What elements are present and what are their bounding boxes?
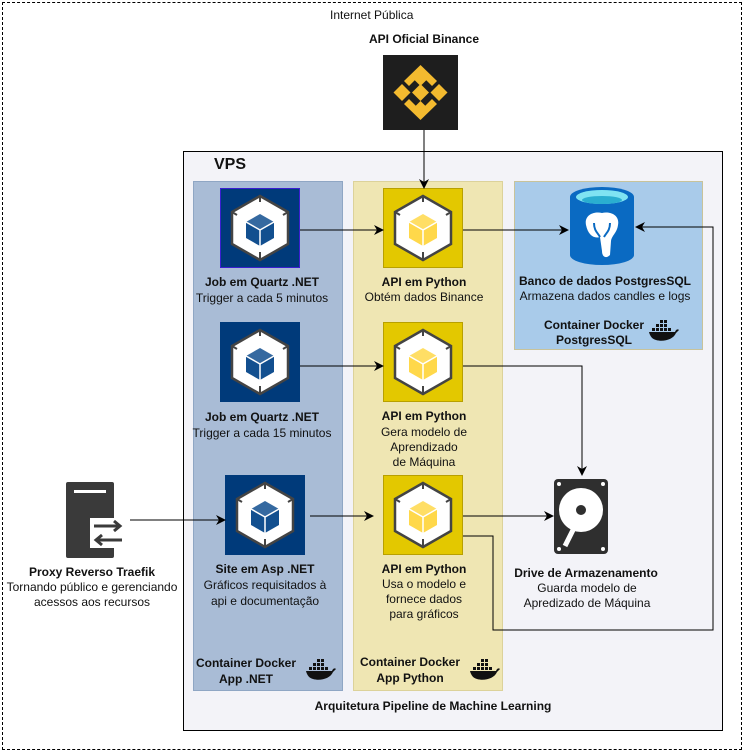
container-label: App Python [376,671,444,685]
proxy-title: Proxy Reverso Traefik [28,565,156,579]
dotnet-job-icon [220,188,300,271]
node-title: Site em Asp .NET [215,562,315,576]
node-title: Job em Quartz .NET [204,275,320,289]
dotnet-site-icon [225,475,305,558]
container-label: App .NET [219,672,273,686]
postgres-database-icon [566,185,638,267]
proxy-server-icon [64,482,128,558]
container-label: PostgresSQL [555,333,633,347]
postgres-title: Banco de dados PostgresSQL [518,274,692,288]
python-api-icon [383,475,463,558]
node-desc: Trigger a cada 5 minutos [195,291,329,305]
node-title: API em Python [381,275,467,289]
proxy-desc: Tornando público e gerenciando [6,580,178,594]
container-label: Container Docker [195,656,297,670]
node-desc: de Máquina [392,455,456,469]
postgres-desc: Armazena dados candles e logs [519,289,691,303]
docker-whale-icon [469,657,501,684]
drive-desc: Guarda modelo de [537,581,637,595]
dotnet-job-icon [220,322,300,405]
node-desc: fornece dados [385,592,463,606]
diagram-footer: Arquitetura Pipeline de Machine Learning [314,699,552,713]
binance-icon [383,55,458,130]
docker-whale-icon [305,657,337,684]
node-desc: Trigger a cada 15 minutos [192,426,332,440]
docker-whale-icon [648,318,680,345]
node-desc: Obtém dados Binance [364,290,484,304]
container-label: Container Docker [359,655,461,669]
node-title: API em Python [381,409,467,423]
vps-title: VPS [214,156,247,173]
node-title: Job em Quartz .NET [204,410,320,424]
node-desc: Aprendizado [390,440,458,454]
python-api-icon [383,322,463,405]
hard-drive-icon [553,478,609,555]
container-label: Container Docker [543,318,645,332]
proxy-desc: acessos aos recursos [33,595,151,609]
drive-desc: Apredizado de Máquina [523,596,651,610]
node-desc: api e documentação [210,594,320,608]
internet-label: Internet Pública [330,8,414,22]
node-desc: Gráficos requisitados à [203,578,327,592]
binance-title: API Oficial Binance [368,32,480,46]
python-api-icon [383,188,463,271]
node-desc: Gera modelo de [380,425,468,439]
node-desc: Usa o modelo e [381,577,467,591]
node-desc: para gráficos [389,607,459,621]
node-title: API em Python [381,562,467,576]
drive-title: Drive de Armazenamento [514,566,658,580]
